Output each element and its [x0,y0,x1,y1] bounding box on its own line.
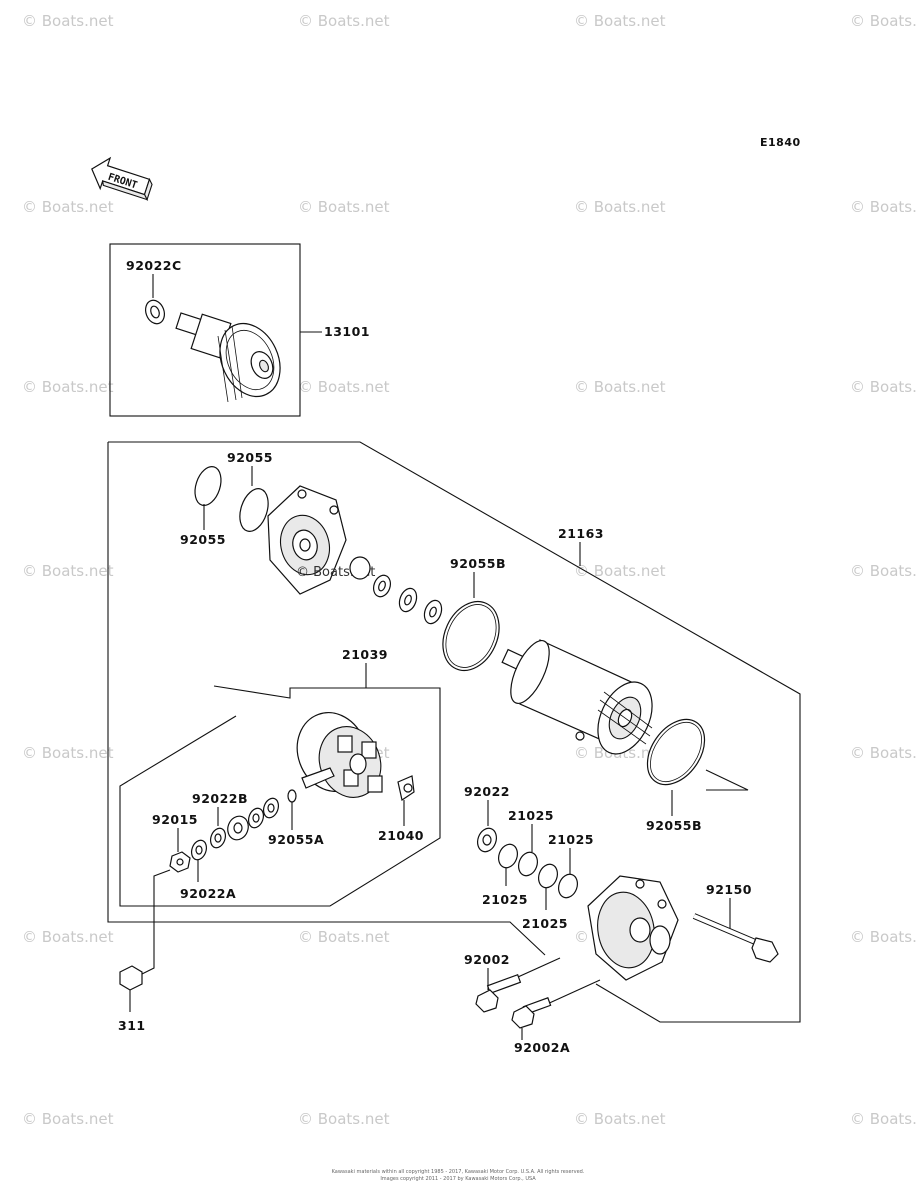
label-92002: 92002 [464,952,510,967]
svg-text:© Boats.net: © Boats.net [298,1110,390,1128]
svg-text:© Boats.net: © Boats.net [22,744,114,762]
svg-text:© Boats.net: © Boats.net [850,198,917,216]
svg-text:© Boats.net: © Boats.net [22,378,114,396]
svg-text:© Boats.net: © Boats.net [574,1110,666,1128]
motor-yoke [501,639,653,755]
copyright-line-2: Images copyright 2011 - 2017 by Kawasaki… [380,1176,536,1182]
svg-text:© Boats.net: © Boats.net [850,1110,917,1128]
svg-text:© Boats.net: © Boats.net [574,378,666,396]
label-92055B-top: 92055B [450,556,506,571]
insulator-washers [190,797,280,861]
label-21039: 21039 [342,647,388,662]
label-21025-a: 21025 [508,808,554,823]
washer-92022C [144,299,166,325]
watermark-layer: © Boats.net © Boats.net © Boats.net © Bo… [22,12,917,1128]
drive-assembly-box [109,243,301,417]
svg-text:© Boats.net: © Boats.net [574,12,666,30]
svg-text:© Boats.net: © Boats.net [298,12,390,30]
svg-text:© Boats.net: © Boats.net [850,378,917,396]
bolt-92002A [511,997,552,1029]
svg-text:© Boats.net: © Boats.net [850,562,917,580]
nut-311 [119,965,143,991]
label-92002A: 92002A [514,1040,570,1055]
label-92022: 92022 [464,784,510,799]
label-92055-left: 92055 [180,532,226,547]
svg-text:© Boats.net: © Boats.net [850,12,917,30]
svg-text:© Boats.net: © Boats.net [22,12,114,30]
o-ring-92055A [287,789,297,803]
label-92055-top: 92055 [227,450,273,465]
svg-text:© Boats.net: © Boats.net [22,1110,114,1128]
label-311: 311 [118,1018,146,1033]
rear-cover [587,875,679,981]
bolt-92002 [475,973,522,1013]
front-arrow-icon: FRONT [91,156,153,202]
svg-text:© Boats.net: © Boats.net [22,198,114,216]
label-21163: 21163 [558,526,604,541]
svg-text:© Boats.net: © Boats.net [850,744,917,762]
svg-text:© Boats.net: © Boats.net [22,562,114,580]
svg-text:© Boats.net: © Boats.net [298,198,390,216]
label-92055B-bottom: 92055B [646,818,702,833]
label-92022B: 92022B [192,791,248,806]
label-92022A: 92022A [180,886,236,901]
svg-text:© Boats.net: © Boats.net [574,562,666,580]
svg-text:© Boats.net: © Boats.net [298,378,390,396]
washers-21025 [476,827,579,899]
svg-text:© Boats.net: © Boats.net [850,928,917,946]
front-bracket-housing [267,485,347,595]
label-92150: 92150 [706,882,752,897]
label-92022C: 92022C [126,258,182,273]
o-ring-92055-b [194,466,222,506]
svg-text:© Boats.net: © Boats.net [574,198,666,216]
o-ring-92055B-top [442,600,500,672]
label-21040: 21040 [378,828,424,843]
label-92015: 92015 [152,812,198,827]
diagram-code: E1840 [760,136,801,149]
through-bolt-92150 [692,913,779,963]
shaft-washers [349,556,443,625]
terminal-21040 [397,775,415,801]
brush-plate-box [119,685,441,907]
starter-assembly-outline [108,441,801,1023]
label-92055A: 92055A [268,832,324,847]
starter-drive-13101 [175,312,281,403]
label-21025-b: 21025 [548,832,594,847]
label-13101: 13101 [324,324,370,339]
label-21025-d: 21025 [522,916,568,931]
label-21025-c: 21025 [482,892,528,907]
copyright-line-1: Kawasaki materials within all copyright … [332,1169,585,1175]
o-ring-92055-a [239,488,269,532]
brush-holder-21039 [296,712,383,798]
svg-text:© Boats.net: © Boats.net [298,928,390,946]
svg-text:© Boats.net: © Boats.net [22,928,114,946]
